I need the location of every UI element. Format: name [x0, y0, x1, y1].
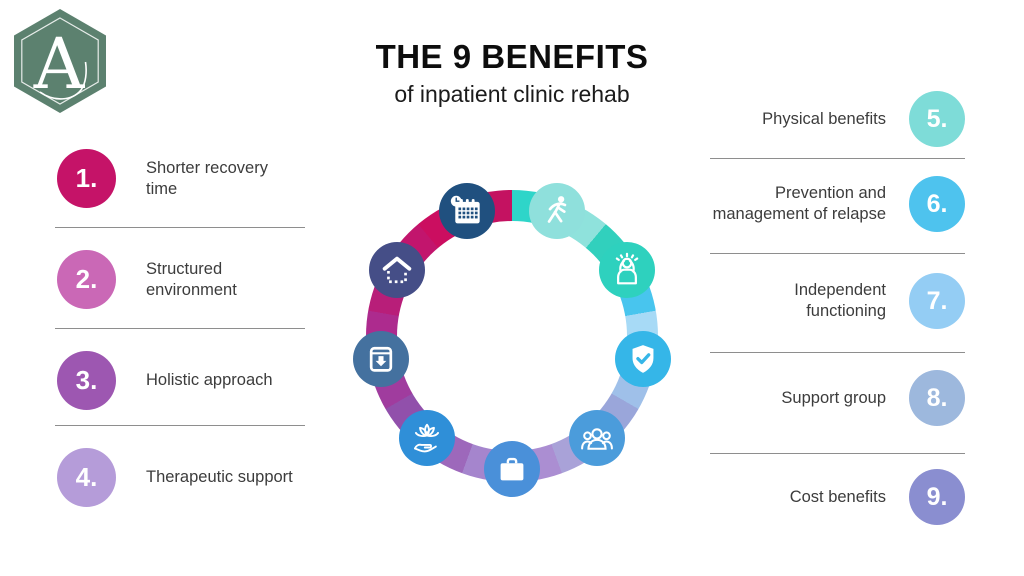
benefit-label: Prevention and management of relapse	[712, 184, 886, 223]
divider-line	[55, 328, 305, 329]
shield-check-icon	[614, 331, 671, 388]
house-icon	[368, 241, 425, 298]
benefit-label: Support group	[781, 388, 886, 407]
benefit-label: Structured environment	[146, 259, 237, 299]
benefit-number-badge: 1.	[57, 149, 116, 208]
benefit-number-badge: 9.	[909, 469, 965, 525]
benefit-number-badge: 3.	[57, 351, 116, 410]
page-title: THE 9 BENEFITS	[375, 38, 649, 75]
header: THE 9 BENEFITS of inpatient clinic rehab	[0, 38, 1024, 108]
benefit-item-1: 1. Shorter recovery time	[57, 149, 296, 208]
divider-line	[55, 227, 305, 228]
benefit-label: Physical benefits	[762, 109, 886, 128]
calendar-clock-icon	[438, 183, 495, 240]
benefit-item-8: Support group 8.	[686, 370, 965, 426]
briefcase-icon	[484, 441, 540, 497]
benefit-number-badge: 8.	[909, 370, 965, 426]
benefit-label: Cost benefits	[789, 487, 886, 506]
benefit-item-9: Cost benefits 9.	[686, 469, 965, 525]
stretching-person-icon	[529, 183, 586, 240]
hand-lotus-icon	[398, 409, 455, 466]
benefit-item-5: Physical benefits 5.	[686, 91, 965, 147]
benefit-item-3: 3. Holistic approach	[57, 351, 296, 410]
benefit-number-badge: 4.	[57, 448, 116, 507]
benefit-item-6: Prevention and management of relapse 6.	[691, 176, 965, 232]
divider-line	[710, 253, 965, 254]
benefit-label: Shorter recovery time	[146, 158, 268, 198]
clinic-logo: A	[14, 9, 106, 113]
benefit-label: Therapeutic support	[146, 468, 293, 487]
benefit-number-badge: 7.	[909, 273, 965, 329]
support-group-icon	[569, 409, 626, 466]
divider-line	[710, 352, 965, 353]
logo-swash	[39, 61, 87, 100]
inbox-arrow-icon	[353, 331, 410, 388]
benefit-label: Independent functioning	[794, 281, 886, 320]
divider-line	[55, 425, 305, 426]
benefit-item-4: 4. Therapeutic support	[57, 448, 296, 507]
divider-line	[710, 453, 965, 454]
logo-letter: A	[33, 23, 86, 105]
benefit-item-2: 2. Structured environment	[57, 250, 296, 309]
benefit-number-badge: 5.	[909, 91, 965, 147]
logo-hexagon-outline	[21, 17, 99, 105]
benefit-label: Holistic approach	[146, 371, 273, 390]
stress-relief-person-icon	[599, 241, 656, 298]
divider-line	[710, 158, 965, 159]
benefit-number-badge: 2.	[57, 250, 116, 309]
benefit-number-badge: 6.	[909, 176, 965, 232]
page-subtitle: of inpatient clinic rehab	[394, 81, 630, 107]
benefit-item-7: Independent functioning 7.	[736, 273, 965, 329]
